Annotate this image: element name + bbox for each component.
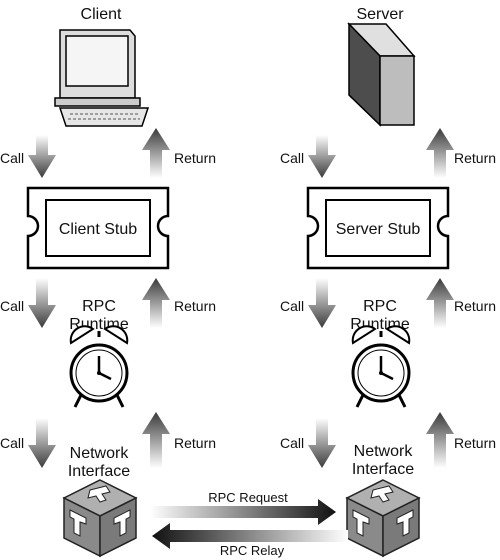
return-arrow-server-1 <box>426 128 454 178</box>
return-arrow-client-1 <box>142 128 170 178</box>
return-label: Return <box>454 298 496 314</box>
server-network-label-2: Interface <box>352 461 414 478</box>
server-network-label-1: Network <box>354 443 414 460</box>
return-label: Return <box>174 298 216 314</box>
alarm-clock-icon <box>351 324 411 409</box>
alarm-clock-icon <box>69 324 129 409</box>
call-arrow-server-1 <box>308 135 336 178</box>
network-cube-icon <box>63 479 137 557</box>
client-title: Client <box>81 6 122 23</box>
call-label: Call <box>0 298 24 314</box>
call-arrow-server-2 <box>308 278 336 328</box>
rpc-relay-arrow <box>152 523 348 549</box>
call-arrow-server-3 <box>308 418 336 468</box>
call-arrow-client-3 <box>28 418 56 468</box>
rpc-relay-label: RPC Relay <box>220 543 285 558</box>
server-stub-label: Server Stub <box>336 221 421 238</box>
rpc-request-label: RPC Request <box>208 490 288 505</box>
call-arrow-client-2 <box>28 278 56 328</box>
call-label: Call <box>0 435 24 451</box>
computer-icon <box>54 29 150 127</box>
client-stub: Client Stub <box>26 186 170 270</box>
call-label: Call <box>280 298 304 314</box>
return-arrow-client-3 <box>142 412 170 468</box>
call-arrow-client-1 <box>28 135 56 178</box>
server-title: Server <box>356 6 404 23</box>
return-label: Return <box>454 150 496 166</box>
client-network-label-2: Interface <box>68 463 130 480</box>
client-runtime-label-1: RPC <box>82 298 116 315</box>
client-stub-label: Client Stub <box>59 221 137 238</box>
network-cube-icon <box>346 479 420 557</box>
call-label: Call <box>280 150 304 166</box>
return-label: Return <box>174 150 216 166</box>
call-label: Call <box>280 435 304 451</box>
server-runtime-label-1: RPC <box>363 298 397 315</box>
return-arrow-server-3 <box>426 412 454 468</box>
call-label: Call <box>0 150 24 166</box>
server-icon <box>347 22 416 127</box>
return-label: Return <box>174 435 216 451</box>
client-network-label-1: Network <box>70 445 130 462</box>
return-label: Return <box>454 435 496 451</box>
server-stub: Server Stub <box>306 186 450 270</box>
return-arrow-server-2 <box>426 278 454 328</box>
rpc-request-arrow <box>150 499 336 525</box>
return-arrow-client-2 <box>142 278 170 328</box>
